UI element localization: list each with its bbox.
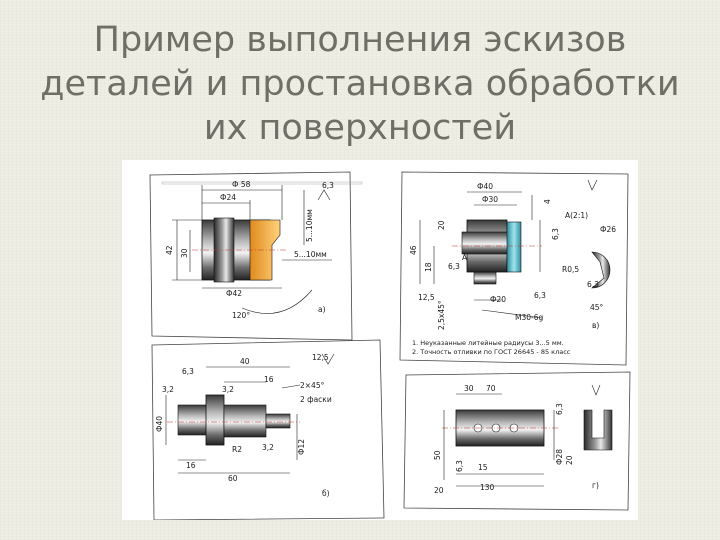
note-line: 2. Точность отливки по ГОСТ 26645 - 85 к… — [412, 348, 571, 356]
dim-label: 42 — [165, 245, 174, 255]
dim-label: 4 — [543, 199, 552, 204]
dim-label: 130 — [480, 483, 495, 492]
sketch-b: Ф40 Ф30 4 20 А(2:1) Ф26 6,3 46 18 6,3 А … — [399, 171, 629, 366]
sketch-label: б) — [322, 489, 330, 498]
sketch-label: в) — [592, 321, 599, 330]
view-marker: А — [462, 253, 468, 262]
note-line: 1. Неуказанные литейные радиусы 3...5 мм… — [412, 339, 564, 347]
sketch-c: 40 12,5 6,3 16 3,2 3,2 2×45° 2 фаски Ф40… — [151, 339, 385, 520]
sketch-figure: Ф 58 Ф24 6,3 5...10мм 42 30 5...10мм Ф42… — [122, 160, 638, 520]
fitting-thread — [473, 271, 497, 285]
roughness-label: 6,3 — [551, 228, 560, 240]
dim-label: Ф42 — [226, 289, 242, 298]
roughness-label: 3,2 — [222, 385, 234, 394]
dim-label: 50 — [433, 450, 442, 460]
u-profile-view — [583, 409, 613, 451]
bar-body — [455, 409, 545, 447]
dim-label: М30-6g — [515, 313, 543, 322]
dim-label: 5...10мм — [305, 209, 314, 242]
roughness-label: 12,5 — [312, 353, 329, 362]
dim-label: Ф26 — [600, 225, 616, 234]
sketch-d: 30 70 6,3 50 6,3 15 20 130 Ф28 20 г) — [403, 371, 631, 511]
dim-label: Ф20 — [490, 295, 506, 304]
dim-label: 45° — [590, 303, 604, 312]
dim-label: Ф40 — [477, 182, 493, 191]
shaft-left — [177, 404, 209, 436]
dim-label: 18 — [424, 262, 433, 272]
roughness-label: 6,3 — [448, 262, 460, 271]
dim-label: Ф12 — [297, 439, 306, 455]
dim-label: 2,5х45° — [437, 300, 446, 330]
roughness-label: 6,3 — [182, 367, 194, 376]
dim-label: 5...10мм — [294, 250, 327, 259]
roughness-label: 6,3 — [455, 460, 464, 472]
title-line-1: Пример выполнения эскизов — [93, 20, 627, 60]
title-line-2: деталей и простановка обработки — [40, 64, 680, 104]
dim-label: 60 — [228, 474, 238, 483]
roughness-label: 6,3 — [587, 280, 599, 289]
shaft-flange — [205, 394, 225, 446]
detail-a-view — [591, 251, 611, 289]
dim-label: Ф40 — [155, 416, 164, 432]
dim-label: Ф 58 — [232, 180, 251, 189]
sketch-drawing: Ф 58 Ф24 6,3 5...10мм 42 30 5...10мм Ф42… — [149, 171, 631, 520]
dim-label: 30 — [180, 248, 189, 258]
dim-label: 2 фаски — [300, 395, 332, 404]
roughness-label: 3,2 — [162, 385, 174, 394]
dim-label: Ф30 — [482, 195, 498, 204]
title-line-3: их поверхностей — [203, 108, 517, 148]
dim-label: Ф28 — [555, 449, 564, 465]
shaft-body — [223, 404, 267, 438]
shaft-end — [265, 413, 291, 429]
dim-label: 2×45° — [300, 381, 325, 390]
dim-label: 46 — [409, 245, 418, 255]
sketch-label: г) — [592, 481, 599, 490]
dim-label: 20 — [565, 455, 574, 465]
sketch-label: а) — [318, 305, 326, 314]
dim-label: 15 — [478, 463, 488, 472]
dim-label: R0,5 — [562, 265, 579, 274]
dim-label: R2 — [232, 445, 242, 454]
dim-label: 70 — [486, 384, 496, 393]
dim-label: Ф24 — [220, 193, 236, 202]
slide-title: Пример выполнения эскизов деталей и прос… — [0, 18, 720, 150]
dim-label: 20 — [434, 486, 444, 495]
fitting-section — [506, 221, 522, 273]
dim-label: 40 — [240, 357, 250, 366]
roughness-label: 6,3 — [322, 181, 334, 190]
dim-label: 12,5 — [418, 293, 435, 302]
dim-label: 16 — [186, 461, 196, 470]
dim-label: 30 — [464, 384, 474, 393]
fitting-collar — [461, 231, 513, 255]
dim-label: 20 — [437, 220, 446, 230]
dim-label: 16 — [264, 375, 274, 384]
dim-label: 120° — [232, 311, 250, 320]
sketch-a: Ф 58 Ф24 6,3 5...10мм 42 30 5...10мм Ф42… — [149, 171, 363, 341]
roughness-label: 6,3 — [555, 403, 564, 415]
detail-label: А(2:1) — [565, 211, 588, 220]
bushing-section — [249, 219, 281, 281]
roughness-label: 3,2 — [262, 443, 274, 452]
roughness-label: 6,3 — [534, 291, 546, 300]
